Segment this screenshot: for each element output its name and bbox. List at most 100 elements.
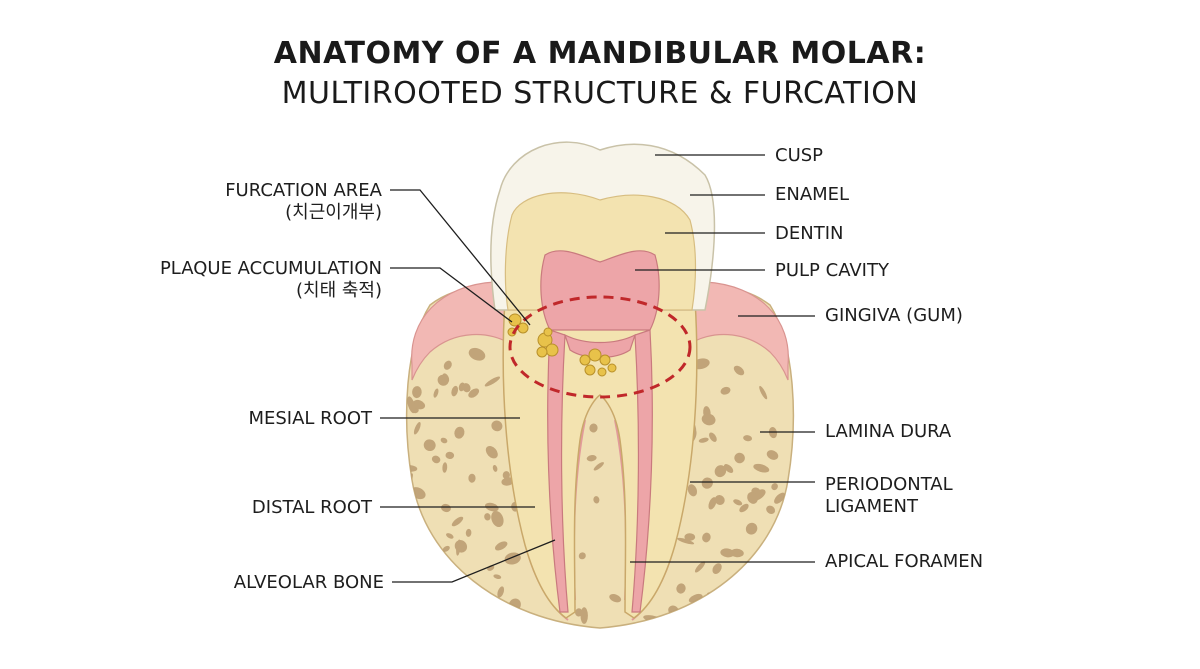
label-furcation-en: FURCATION AREA bbox=[225, 180, 382, 201]
plaque bbox=[507, 313, 617, 377]
label-pulp-cavity: PULP CAVITY bbox=[775, 260, 889, 281]
bone-pore bbox=[712, 563, 722, 574]
title-line-2: MULTIROOTED STRUCTURE & FURCATION bbox=[281, 76, 919, 111]
bone-pore bbox=[454, 426, 465, 439]
bone-pore bbox=[701, 477, 713, 489]
bone-pore bbox=[484, 513, 491, 521]
bone-pore bbox=[695, 610, 711, 621]
bone-pore bbox=[438, 616, 450, 628]
bone-pore bbox=[759, 385, 768, 400]
bone-pore bbox=[720, 613, 730, 628]
bone-pore bbox=[485, 445, 498, 459]
bone-pore bbox=[502, 471, 510, 480]
bone-pore bbox=[774, 492, 786, 504]
bone-pore bbox=[733, 365, 745, 376]
bone-pore bbox=[723, 464, 734, 473]
bone-pore bbox=[484, 376, 501, 387]
bone-pore bbox=[580, 607, 588, 624]
bone-pore bbox=[753, 463, 770, 473]
bone-pore bbox=[492, 464, 498, 472]
bone-pore bbox=[764, 564, 775, 573]
label-gingiva: GINGIVA (GUM) bbox=[825, 305, 963, 326]
label-periodontal-line2: LIGAMENT bbox=[825, 496, 918, 517]
bone-pore bbox=[687, 484, 698, 497]
bone-pore bbox=[578, 552, 586, 560]
bone-pore bbox=[714, 465, 727, 478]
bone-pore bbox=[433, 388, 439, 398]
label-plaque-ko: (치태 축적) bbox=[295, 280, 382, 301]
bone-pore bbox=[743, 435, 753, 442]
bone-pore bbox=[413, 422, 421, 435]
bone-pore bbox=[586, 455, 597, 462]
bone-pore bbox=[441, 503, 451, 513]
label-furcation-ko: (치근이개부) bbox=[285, 202, 382, 223]
bone-pore bbox=[766, 450, 779, 460]
bone-pore bbox=[497, 586, 505, 598]
bone-pore bbox=[589, 423, 598, 433]
label-cusp: CUSP bbox=[775, 145, 824, 166]
label-plaque-en: PLAQUE ACCUMULATION bbox=[159, 258, 382, 279]
label-mesial-root: MESIAL ROOT bbox=[248, 408, 372, 429]
label-lamina-dura: LAMINA DURA bbox=[825, 421, 952, 442]
bone-pore bbox=[440, 437, 448, 444]
label-periodontal-ligament: PERIODONTAL LIGAMENT bbox=[825, 474, 953, 518]
bone-pore bbox=[412, 399, 426, 410]
bone-pore bbox=[468, 347, 486, 361]
label-distal-root: DISTAL ROOT bbox=[251, 497, 372, 518]
bone-pore bbox=[442, 462, 448, 473]
leader-lines bbox=[380, 154, 815, 583]
bone-pore bbox=[684, 533, 696, 541]
label-apical-foramen: APICAL FORAMEN bbox=[825, 551, 984, 572]
bone-pore bbox=[709, 432, 717, 442]
bone-pore bbox=[493, 574, 502, 579]
bone-pore bbox=[771, 586, 779, 592]
bone-pore bbox=[766, 505, 776, 515]
bone-pore bbox=[593, 496, 600, 504]
bone-pore bbox=[446, 533, 454, 539]
bone-pore bbox=[733, 499, 743, 506]
bone-pore bbox=[771, 483, 778, 491]
bone-pore bbox=[714, 494, 725, 506]
label-dentin: DENTIN bbox=[775, 223, 844, 244]
bone-pore bbox=[471, 615, 478, 627]
bone-pore bbox=[468, 473, 476, 483]
bone-pore bbox=[442, 545, 450, 552]
bone-pore bbox=[757, 607, 764, 614]
furcation-ring bbox=[508, 295, 692, 399]
bone-pore bbox=[745, 522, 758, 535]
bone-pore bbox=[443, 360, 452, 370]
bone-pore bbox=[780, 577, 794, 587]
bone-pore bbox=[495, 541, 508, 551]
bone-pore bbox=[702, 532, 711, 543]
label-furcation-area: FURCATION AREA (치근이개부) bbox=[225, 180, 382, 224]
bone-pore bbox=[462, 383, 471, 393]
bone-pore bbox=[720, 548, 735, 558]
bone-pore bbox=[427, 546, 439, 556]
label-periodontal-line1: PERIODONTAL bbox=[825, 474, 953, 495]
bone-pore bbox=[698, 437, 709, 443]
bone-pore bbox=[747, 491, 758, 504]
bone-pore bbox=[734, 452, 745, 464]
bone-pore bbox=[451, 385, 459, 397]
bone-pore bbox=[739, 503, 749, 513]
bone-pore bbox=[468, 388, 480, 398]
bone-pore bbox=[676, 583, 686, 594]
bone-pore bbox=[593, 462, 604, 471]
bone-pore bbox=[431, 455, 441, 464]
label-alveolar-bone: ALVEOLAR BONE bbox=[233, 572, 384, 593]
title-line-1: ANATOMY OF A MANDIBULAR MOLAR: bbox=[273, 36, 927, 71]
bone-pore bbox=[694, 561, 706, 573]
bone-pore bbox=[423, 439, 436, 452]
bone-pore bbox=[491, 420, 503, 432]
bone-pore bbox=[491, 510, 504, 528]
bone-pore bbox=[708, 497, 717, 510]
bone-pore bbox=[701, 413, 716, 426]
bone-pore bbox=[407, 396, 416, 414]
bone-pore bbox=[454, 540, 468, 553]
label-enamel: ENAMEL bbox=[775, 184, 850, 205]
bone-pore bbox=[464, 596, 477, 609]
bone-pore bbox=[774, 567, 789, 577]
bone-pore bbox=[720, 386, 731, 395]
